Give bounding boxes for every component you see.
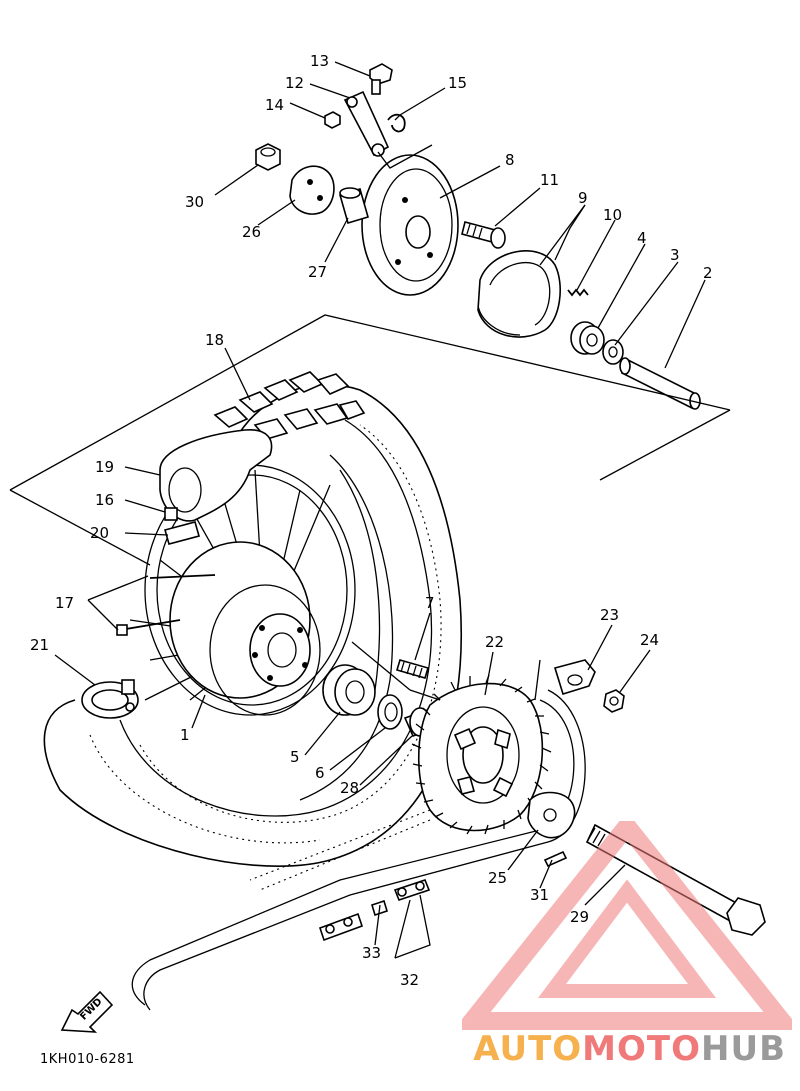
fwd-arrow: FWD (60, 990, 114, 1033)
assembly-outline (9, 314, 731, 701)
stud-bolt-7 (396, 659, 429, 679)
rear-axle (585, 823, 766, 936)
callout-19: 19 (95, 458, 114, 476)
callout-33: 33 (362, 944, 381, 962)
callout-2: 2 (703, 264, 713, 282)
callout-7: 7 (425, 594, 435, 612)
automotohub-watermark: AUTOMOTOHUB (473, 1029, 786, 1069)
camshaft-11 (461, 221, 506, 249)
callout-11: 11 (540, 171, 559, 189)
wheel-hub (169, 541, 321, 716)
callout-12: 12 (285, 74, 304, 92)
callout-8: 8 (505, 151, 515, 169)
collar-27 (339, 187, 369, 224)
brake-panel (361, 154, 459, 296)
nut-30 (255, 143, 281, 171)
oil-seal-6 (377, 694, 403, 730)
callout-25: 25 (488, 869, 507, 887)
tire-valve (81, 679, 139, 719)
spacer-2 (619, 357, 701, 410)
chain-adjuster (527, 791, 576, 839)
callout-1: 1 (180, 726, 190, 744)
bolt-13 (369, 63, 393, 95)
return-spring-15 (387, 113, 406, 133)
chain-links (318, 912, 364, 942)
callout-26: 26 (242, 223, 261, 241)
callout-20: 20 (90, 524, 109, 542)
oil-seal-3 (602, 339, 624, 365)
watermark-hub: HUB (701, 1029, 786, 1069)
callout-16: 16 (95, 491, 114, 509)
callout-15: 15 (448, 74, 467, 92)
callout-10: 10 (603, 206, 622, 224)
callout-23: 23 (600, 606, 619, 624)
nut-14 (324, 111, 341, 129)
callout-32: 32 (400, 971, 419, 989)
rear-sprocket (411, 674, 552, 835)
torque-plate-26 (289, 165, 335, 215)
callout-24: 24 (640, 631, 659, 649)
callout-29: 29 (570, 908, 589, 926)
callout-28: 28 (340, 779, 359, 797)
callout-6: 6 (315, 764, 325, 782)
callout-4: 4 (637, 229, 647, 247)
bearing-4 (570, 321, 605, 355)
brake-shoes (477, 250, 561, 338)
callout-27: 27 (308, 263, 327, 281)
loose-spokes (116, 574, 216, 636)
bearing-5 (322, 664, 376, 716)
callout-13: 13 (310, 52, 329, 70)
callout-14: 14 (265, 96, 284, 114)
tire-tread (213, 371, 366, 455)
callout-31: 31 (530, 886, 549, 904)
callout-5: 5 (290, 748, 300, 766)
callout-21: 21 (30, 636, 49, 654)
drawing-code: 1KH010-6281 (40, 1052, 135, 1067)
callout-3: 3 (670, 246, 680, 264)
camshaft-lever (343, 90, 390, 157)
watermark-moto: MOTO (582, 1029, 702, 1069)
callout-30: 30 (185, 193, 204, 211)
callout-17: 17 (55, 594, 74, 612)
callout-9: 9 (578, 189, 588, 207)
watermark-auto: AUTO (473, 1029, 583, 1069)
callout-18: 18 (205, 331, 224, 349)
chain-puller (553, 659, 596, 695)
callout-22: 22 (485, 633, 504, 651)
spring-10 (567, 288, 589, 297)
bolt-31 (543, 850, 568, 868)
rim-lock (159, 429, 273, 545)
nut-24 (603, 689, 625, 713)
chain-joint-32 (393, 879, 431, 901)
